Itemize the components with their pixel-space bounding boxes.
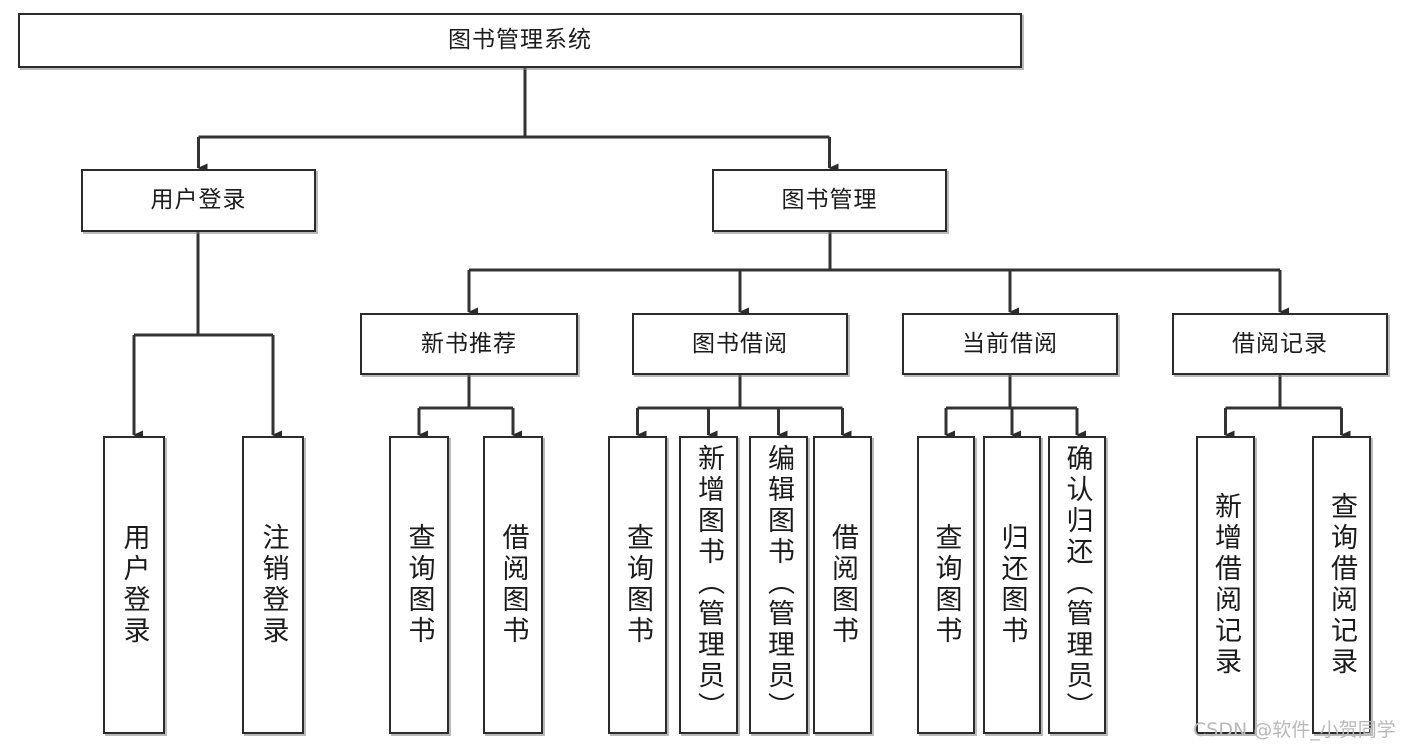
node-label: 注销登录 [257,523,289,647]
node-leaf-br-edit[interactable]: 编辑图书（管理员） [749,436,808,734]
node-label: 编辑图书（管理员） [763,444,794,723]
node-leaf-rec-query[interactable]: 查询借阅记录 [1312,436,1371,734]
node-leaf-cur-query[interactable]: 查询图书 [917,436,975,734]
node-label: 新增图书（管理员） [693,444,724,723]
node-label: 图书借阅 [692,330,788,357]
node-leaf-user-logout[interactable]: 注销登录 [242,436,304,734]
node-newbook[interactable]: 新书推荐 [360,313,578,375]
node-label: 新书推荐 [421,330,517,357]
node-leaf-rec-add[interactable]: 新增借阅记录 [1196,436,1255,734]
node-leaf-user-login[interactable]: 用户登录 [103,436,165,734]
node-borrow[interactable]: 图书借阅 [632,313,848,375]
node-bookmgmt[interactable]: 图书管理 [712,169,947,232]
node-label: 确认归还（管理员） [1061,444,1093,723]
node-label: 查询图书 [930,523,962,647]
node-label: 当前借阅 [962,330,1058,357]
node-label: 图书管理 [781,187,878,214]
node-label: 新增借阅记录 [1210,492,1241,678]
node-leaf-new-query[interactable]: 查询图书 [389,436,449,734]
node-label: 借阅图书 [827,523,858,647]
node-current[interactable]: 当前借阅 [902,313,1118,375]
node-label: 查询借阅记录 [1326,492,1357,678]
node-leaf-new-borrow[interactable]: 借阅图书 [483,436,543,734]
node-leaf-cur-confirm[interactable]: 确认归还（管理员） [1048,436,1106,734]
node-label: 图书管理系统 [448,27,592,54]
node-label: 查询图书 [403,523,435,647]
node-records[interactable]: 借阅记录 [1172,313,1388,375]
node-label: 借阅图书 [497,523,529,647]
node-leaf-cur-return[interactable]: 归还图书 [983,436,1041,734]
node-label: 用户登录 [150,187,247,214]
node-label: 查询图书 [622,523,653,647]
node-login[interactable]: 用户登录 [81,169,316,232]
node-label: 借阅记录 [1232,330,1328,357]
node-label: 用户登录 [118,523,150,647]
node-leaf-br-add[interactable]: 新增图书（管理员） [679,436,738,734]
node-leaf-br-query[interactable]: 查询图书 [608,436,667,734]
node-root[interactable]: 图书管理系统 [18,13,1022,68]
node-label: 归还图书 [996,523,1028,647]
node-leaf-br-borrow[interactable]: 借阅图书 [813,436,872,734]
